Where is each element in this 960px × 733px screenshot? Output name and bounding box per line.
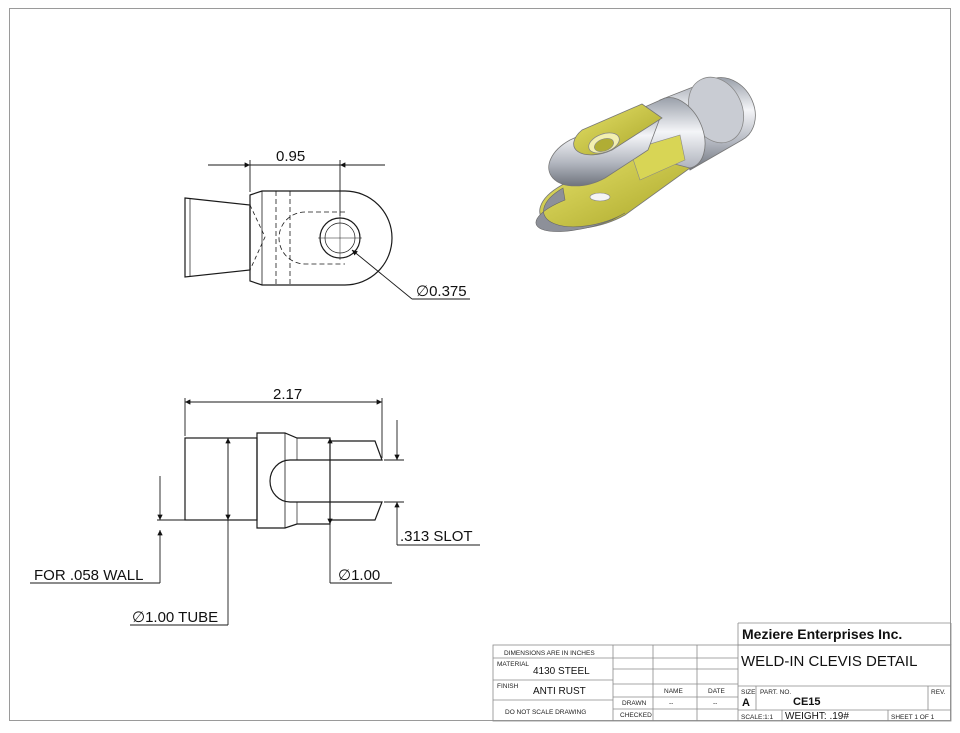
material-value: 4130 STEEL (533, 666, 590, 677)
side-view (184, 432, 383, 529)
material-label: MATERIAL (497, 661, 529, 668)
finish-value: ANTI RUST (533, 686, 586, 697)
dim-slot: .313 SLOT (400, 528, 473, 545)
part-number: CE15 (793, 696, 821, 708)
name-label: NAME (664, 688, 683, 695)
size-label: SIZE (741, 689, 756, 696)
finish-label: FINISH (497, 683, 519, 690)
dim-wall: FOR .058 WALL (34, 567, 143, 584)
drawn-name: -- (669, 700, 673, 707)
dims-note: DIMENSIONS ARE IN INCHES (504, 650, 595, 657)
weight-label: WEIGHT: .19# (785, 711, 849, 722)
company-name: Meziere Enterprises Inc. (742, 626, 902, 642)
size-value: A (742, 697, 750, 709)
title-block (492, 622, 952, 722)
drawing-sheet-border (9, 8, 951, 721)
dim-tube-dia: ∅1.00 TUBE (132, 609, 218, 626)
part-no-label: PART. NO. (760, 689, 791, 696)
scale-label: SCALE:1:1 (741, 714, 774, 721)
isometric-clevis-render (535, 76, 756, 232)
checked-label: CHECKED (620, 712, 652, 719)
no-scale-note: DO NOT SCALE DRAWING (505, 709, 586, 716)
dim-overall-length: 2.17 (273, 386, 302, 403)
drawing-title: WELD-IN CLEVIS DETAIL (741, 653, 917, 670)
drawn-label: DRAWN (622, 700, 647, 707)
dim-end-dia: ∅1.00 (338, 567, 380, 584)
dim-top-width: 0.95 (276, 148, 305, 165)
rev-label: REV. (931, 689, 946, 696)
dim-hole-dia: ∅0.375 (416, 283, 467, 300)
sheet-label: SHEET 1 OF 1 (891, 714, 935, 721)
top-view (184, 190, 393, 286)
top-view-dimensions (208, 160, 470, 300)
side-view-dimensions (30, 398, 480, 626)
drawn-date: -- (713, 700, 717, 707)
date-label: DATE (708, 688, 726, 695)
